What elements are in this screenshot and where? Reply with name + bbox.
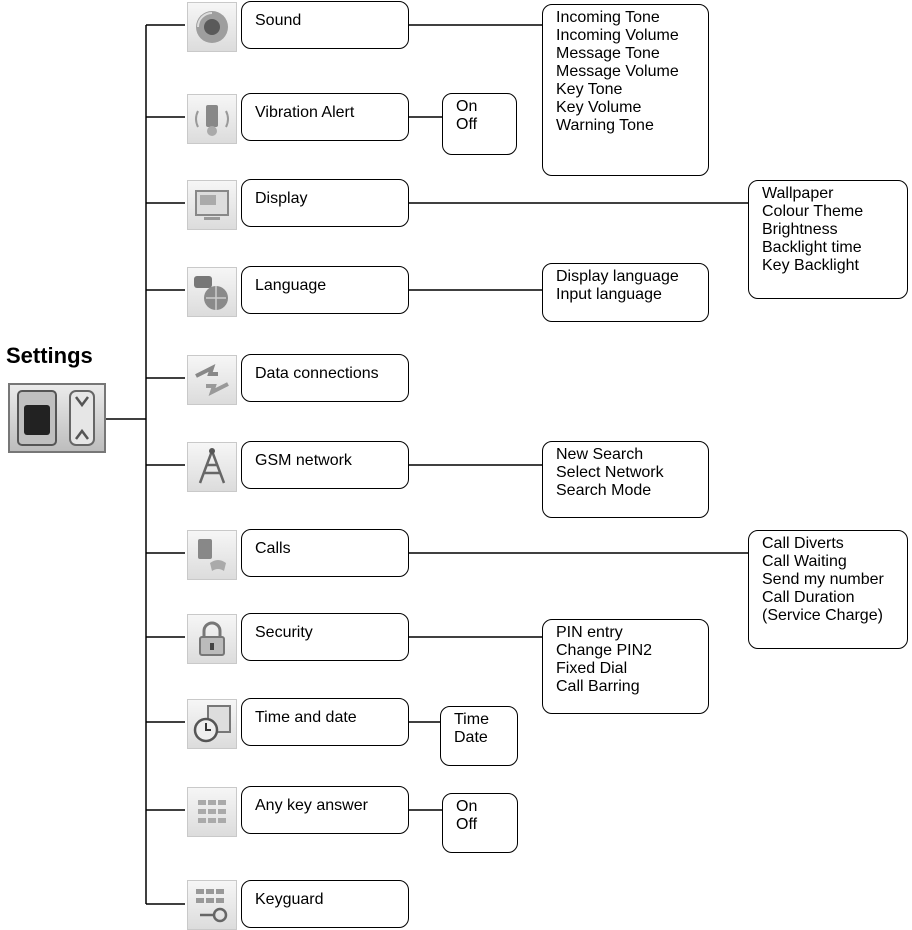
- submenu-option: Call Waiting: [762, 553, 847, 570]
- submenu-option: Wallpaper: [762, 185, 834, 202]
- submenu-option: Call Duration: [762, 589, 855, 606]
- speaker-icon: [187, 2, 237, 52]
- submenu-option: Incoming Tone: [556, 9, 660, 26]
- menu-item-language: Language: [241, 266, 409, 314]
- submenu-option: Send my number: [762, 571, 884, 588]
- submenu-option: Call Barring: [556, 678, 640, 695]
- submenu-option: On: [456, 98, 478, 115]
- submenu-option: Backlight time: [762, 239, 862, 256]
- menu-item-data-connections: Data connections: [241, 354, 409, 402]
- menu-item-keyguard: Keyguard: [241, 880, 409, 928]
- menu-item-time-and-date: Time and date: [241, 698, 409, 746]
- submenu-calls: Call Diverts Call Waiting Send my number…: [748, 530, 908, 649]
- globe-speech-icon: [187, 267, 237, 317]
- submenu-option: Change PIN2: [556, 642, 653, 659]
- submenu-option: Date: [454, 729, 488, 746]
- submenu-option: Select Network: [556, 464, 664, 481]
- submenu-option: PIN entry: [556, 624, 623, 641]
- submenu-option: Message Volume: [556, 63, 679, 80]
- menu-item-sound: Sound: [241, 1, 409, 49]
- submenu-option: Warning Tone: [556, 117, 654, 134]
- submenu-option: Key Tone: [556, 81, 623, 98]
- arrows-transfer-icon: [187, 355, 237, 405]
- submenu-option: Brightness: [762, 221, 838, 238]
- diagram-title: Settings: [6, 343, 93, 368]
- submenu-display: Wallpaper Colour Theme Brightness Backli…: [748, 180, 908, 299]
- vibrating-phone-icon: [187, 94, 237, 144]
- submenu-vibration-alert: On Off: [442, 93, 517, 155]
- submenu-time-and-date: Time Date: [440, 706, 518, 766]
- menu-item-gsm-network: GSM network: [241, 441, 409, 489]
- submenu-option: Call Diverts: [762, 535, 844, 552]
- submenu-option: Fixed Dial: [556, 660, 628, 677]
- submenu-option: Message Tone: [556, 45, 660, 62]
- submenu-option: New Search: [556, 446, 644, 463]
- clock-calendar-icon: [187, 699, 237, 749]
- menu-item-any-key-answer: Any key answer: [241, 786, 409, 834]
- keypad-lock-icon: [187, 880, 237, 930]
- submenu-option: Off: [456, 116, 478, 133]
- submenu-sound: Incoming Tone Incoming Volume Message To…: [542, 4, 709, 176]
- submenu-option: (Service Charge): [762, 607, 883, 624]
- keypad-phone-icon: [187, 787, 237, 837]
- submenu-option: Input language: [556, 286, 662, 303]
- settings-phone-wrench-icon: [8, 383, 106, 453]
- menu-item-vibration-alert: Vibration Alert: [241, 93, 409, 141]
- menu-item-calls: Calls: [241, 529, 409, 577]
- submenu-option: Key Backlight: [762, 257, 859, 274]
- monitor-icon: [187, 180, 237, 230]
- submenu-language: Display language Input language: [542, 263, 709, 322]
- menu-item-security: Security: [241, 613, 409, 661]
- submenu-option: Off: [456, 816, 478, 833]
- submenu-option: Colour Theme: [762, 203, 864, 220]
- padlock-icon: [187, 614, 237, 664]
- submenu-option: Search Mode: [556, 482, 652, 499]
- submenu-option: Time: [454, 711, 489, 728]
- submenu-any-key-answer: On Off: [442, 793, 518, 853]
- menu-item-display: Display: [241, 179, 409, 227]
- submenu-gsm-network: New Search Select Network Search Mode: [542, 441, 709, 518]
- submenu-option: On: [456, 798, 478, 815]
- submenu-option: Display language: [556, 268, 679, 285]
- submenu-option: Key Volume: [556, 99, 642, 116]
- phone-call-icon: [187, 530, 237, 580]
- submenu-option: Incoming Volume: [556, 27, 679, 44]
- antenna-tower-icon: [187, 442, 237, 492]
- submenu-security: PIN entry Change PIN2 Fixed Dial Call Ba…: [542, 619, 709, 714]
